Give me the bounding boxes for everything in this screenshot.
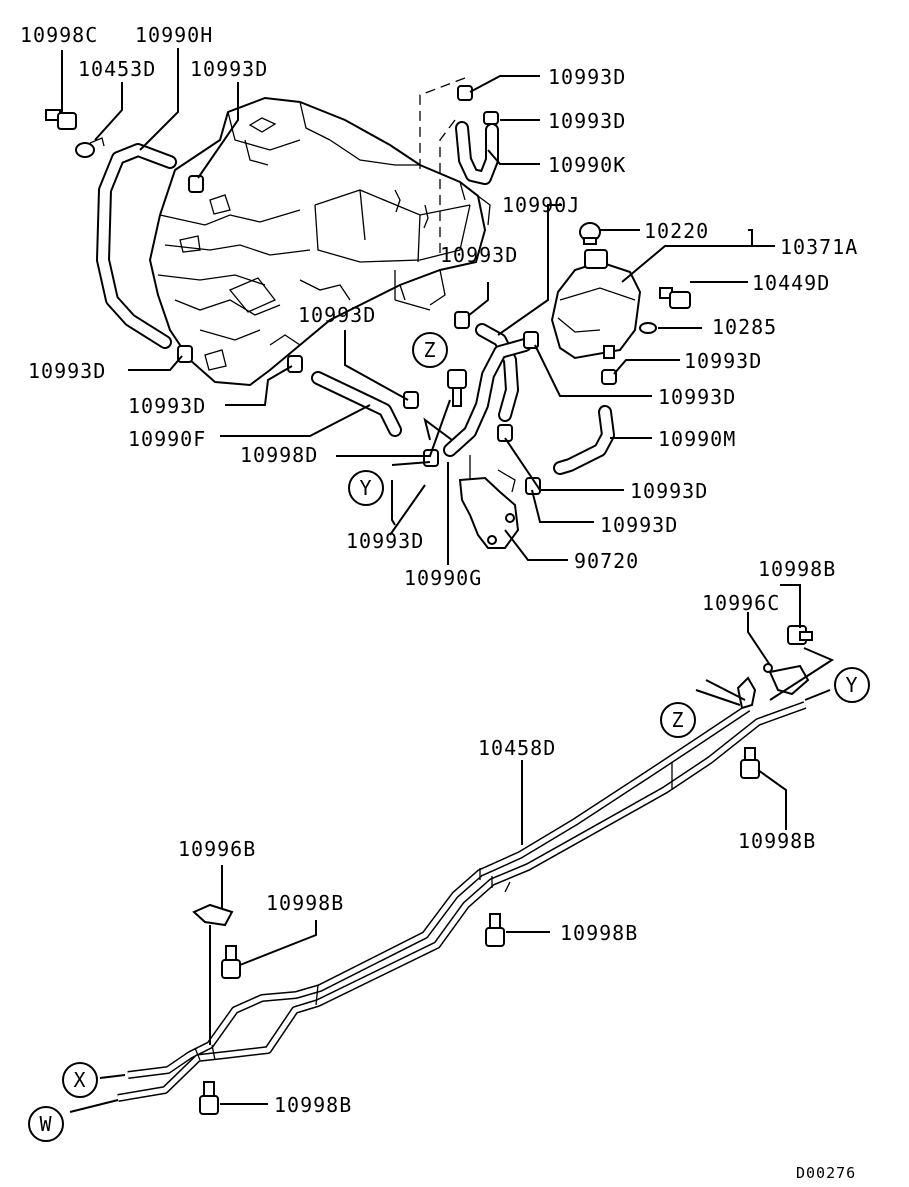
- label-10998C: 10998C: [20, 23, 98, 47]
- label-10998B: 10998B: [274, 1093, 352, 1117]
- label-10993D: 10993D: [630, 479, 708, 503]
- hose-10990G: [443, 338, 532, 457]
- label-10993D: 10993D: [548, 109, 626, 133]
- label-10449D: 10449D: [752, 271, 830, 295]
- hose-10990K: [455, 121, 499, 185]
- label-10993D: 10993D: [548, 65, 626, 89]
- ref-line: [419, 77, 466, 175]
- callout-z-top: Z: [412, 332, 448, 368]
- engine-block: [148, 96, 491, 387]
- label-10998B: 10998B: [738, 829, 816, 853]
- ref-line: [439, 119, 456, 255]
- reservoir-tank-10371A: [550, 249, 642, 360]
- bracket-10996C: [736, 663, 810, 710]
- diagram-code: D00276: [796, 1164, 856, 1182]
- label-10990F: 10990F: [128, 427, 206, 451]
- label-10996B: 10996B: [178, 837, 256, 861]
- bolt-10998D: [447, 369, 467, 407]
- callout-w: W: [28, 1106, 64, 1142]
- label-10993D: 10993D: [346, 529, 424, 553]
- label-10996C: 10996C: [702, 591, 780, 615]
- svg-text:Z: Z: [671, 708, 684, 732]
- bolts-10998B: [199, 625, 813, 1115]
- label-10453D: 10453D: [78, 57, 156, 81]
- hose-10990M: [553, 405, 615, 475]
- label-10458D: 10458D: [478, 736, 556, 760]
- label-10998B: 10998B: [758, 557, 836, 581]
- svg-text:Y: Y: [845, 673, 858, 697]
- callout-y-bottom: Y: [834, 667, 870, 703]
- label-10990M: 10990M: [658, 427, 736, 451]
- callout-z-bottom: Z: [660, 702, 696, 738]
- label-10993D: 10993D: [658, 385, 736, 409]
- label-10990H: 10990H: [135, 23, 213, 47]
- label-10998B: 10998B: [266, 891, 344, 915]
- label-90720: 90720: [574, 549, 639, 573]
- label-10993D: 10993D: [684, 349, 762, 373]
- label-10990J: 10990J: [502, 193, 580, 217]
- label-10998B: 10998B: [560, 921, 638, 945]
- clamp-10453D: [75, 137, 105, 158]
- label-10993D: 10993D: [440, 243, 518, 267]
- cap-10220: [579, 222, 601, 245]
- svg-text:X: X: [73, 1068, 86, 1092]
- label-10993D: 10993D: [298, 303, 376, 327]
- callout-x: X: [62, 1062, 98, 1098]
- bolt-10449D: [659, 287, 691, 309]
- label-10285: 10285: [712, 315, 777, 339]
- ref-line: [394, 270, 431, 311]
- label-10371A: 10371A: [780, 235, 858, 259]
- bracket-10996B: [192, 903, 234, 927]
- grommet-10285: [639, 322, 657, 334]
- label-10990K: 10990K: [548, 153, 626, 177]
- label-10998D: 10998D: [240, 443, 318, 467]
- leader-lines: [61, 48, 835, 1113]
- label-10993D: 10993D: [190, 57, 268, 81]
- part-labels: 10998C 10990H 10453D 10993D 10993D 10993…: [20, 23, 858, 1182]
- label-10993D: 10993D: [28, 359, 106, 383]
- svg-text:W: W: [39, 1112, 52, 1136]
- hose-10990J: [475, 323, 519, 422]
- svg-text:Y: Y: [359, 476, 372, 500]
- pipe-assembly-10458D: [117, 701, 807, 1102]
- bracket-90720: [458, 455, 520, 549]
- hose-10990F: [311, 371, 402, 437]
- callout-y-top: Y: [348, 470, 384, 506]
- bolt-10998C: [45, 109, 77, 130]
- label-10993D: 10993D: [600, 513, 678, 537]
- svg-text:Z: Z: [423, 338, 436, 362]
- label-10990G: 10990G: [404, 566, 482, 590]
- label-10220: 10220: [644, 219, 709, 243]
- label-10993D: 10993D: [128, 394, 206, 418]
- hose-10990H: [96, 143, 177, 349]
